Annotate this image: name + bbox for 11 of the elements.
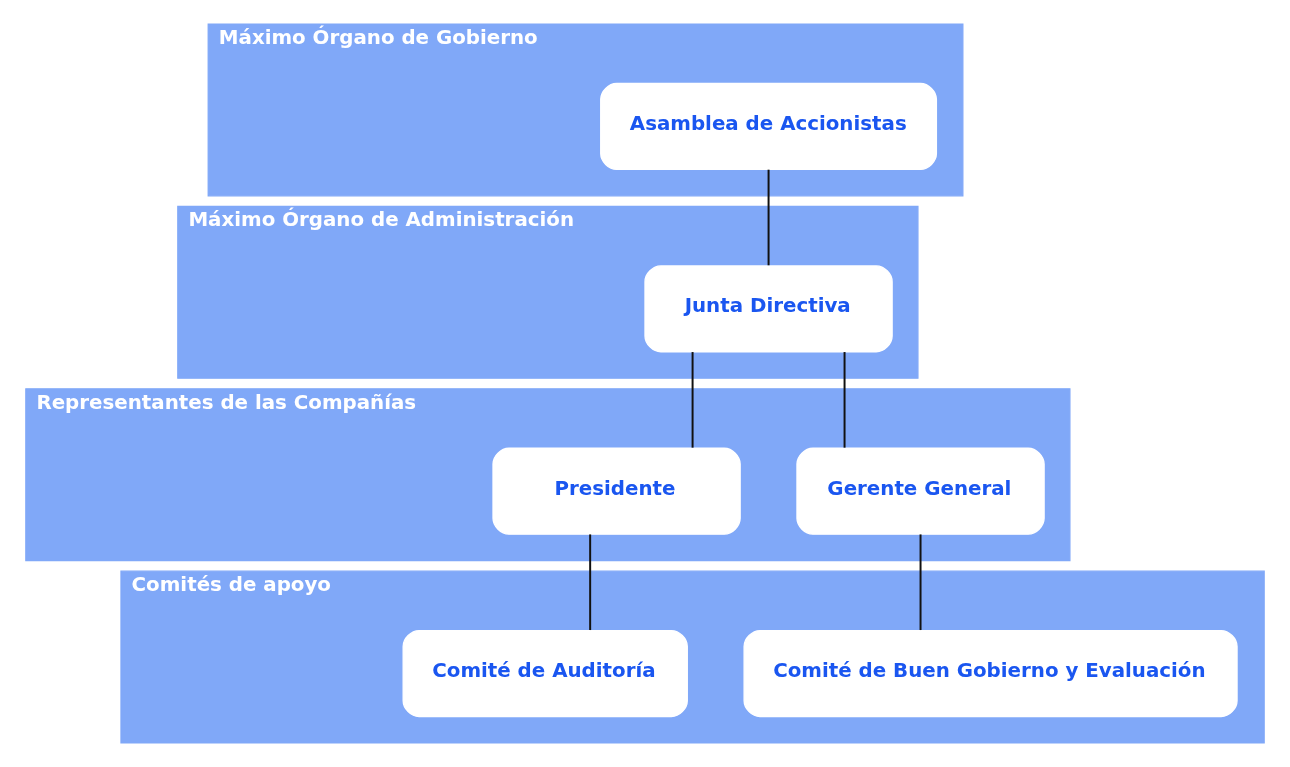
node-box: Comité de Auditoría [402, 629, 688, 718]
node-box: Junta Directiva [644, 265, 893, 353]
node-box: Asamblea de Accionistas [600, 82, 938, 171]
node-box: Presidente [492, 447, 741, 535]
node-box: Gerente General [796, 447, 1045, 535]
connector [589, 533, 592, 631]
connector [919, 533, 922, 631]
connector [691, 351, 694, 449]
connector [767, 168, 770, 267]
connector [843, 351, 846, 449]
node-box: Comité de Buen Gobierno y Evaluación [743, 629, 1238, 718]
